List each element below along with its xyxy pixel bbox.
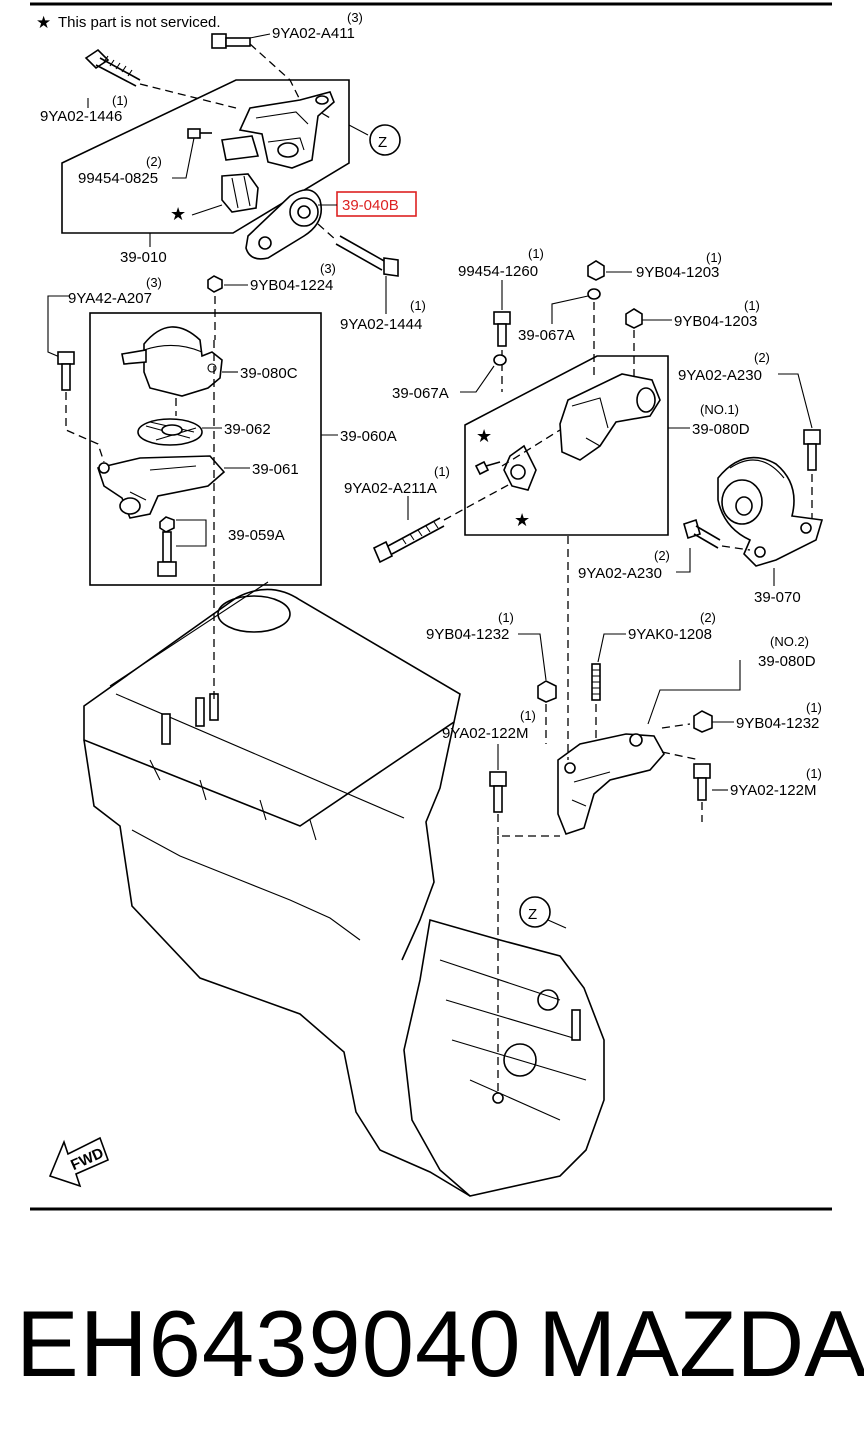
group-39-010-outline [61, 79, 350, 234]
label-b1232b: 9YB04-1232 [736, 715, 819, 732]
qty-a211a: (1) [434, 464, 450, 479]
qty-0825: (2) [146, 154, 162, 169]
label-39-080d-no2: 39-080D [758, 653, 816, 670]
label-b1224: 9YB04-1224 [250, 277, 333, 294]
label-a211a: 9YA02-A211A [344, 480, 437, 497]
label-a230a: 9YA02-A230 [678, 367, 762, 384]
label-a207: 9YA42-A207 [68, 290, 152, 307]
label-067a-upper: 39-067A [518, 327, 575, 344]
qty-1444: (1) [410, 298, 426, 313]
nut-b1203b [625, 308, 643, 329]
bracket-39-080d-no2 [557, 733, 665, 835]
stud-k1208 [591, 663, 601, 701]
qty-a411: (3) [347, 10, 363, 25]
qty-1446: (1) [112, 93, 128, 108]
clip-part [221, 173, 259, 213]
bolt-a230a [803, 429, 821, 471]
label-39-070: 39-070 [754, 589, 801, 606]
bolt-a207 [57, 351, 75, 391]
fwd-arrow-icon: FWD [48, 1136, 110, 1188]
group-39-060a-outline [89, 312, 322, 586]
label-b1203a: 9YB04-1203 [636, 264, 719, 281]
washer-067a-upper [587, 288, 601, 300]
highlight-box-39-040b [336, 191, 417, 217]
group-39-080d-outline [464, 355, 669, 536]
pad-39-062 [137, 418, 203, 446]
label-39-010: 39-010 [120, 249, 167, 266]
bolt-star-080d [474, 460, 501, 476]
bolt-a411 [211, 33, 251, 49]
label-39-062: 39-062 [224, 421, 271, 438]
bolt-1260 [493, 311, 511, 347]
transmission [403, 918, 605, 1197]
label-39-060a: 39-060A [340, 428, 397, 445]
label-a411: 9YA02-A411 [272, 25, 355, 42]
label-39-061: 39-061 [252, 461, 299, 478]
qty-b1232a: (1) [498, 610, 514, 625]
qty-b1203a: (1) [706, 250, 722, 265]
qty-a230b: (2) [654, 548, 670, 563]
star-icon: ★ [170, 204, 186, 225]
qty-m122a: (1) [520, 708, 536, 723]
label-39-080d-no1: 39-080D [692, 421, 750, 438]
label-39-040b: 39-040B [342, 197, 399, 214]
label-m122b: 9YA02-122M [730, 782, 816, 799]
mount-39-040b [245, 189, 323, 260]
bolt-0825 [187, 128, 212, 139]
label-no2: (NO.2) [770, 634, 809, 649]
note-text: This part is not serviced. [58, 14, 221, 31]
qty-a207: (3) [146, 275, 162, 290]
label-a230b: 9YA02-A230 [578, 565, 662, 582]
qty-b1203b: (1) [744, 298, 760, 313]
brand-name: MAZDA [538, 1291, 864, 1396]
bolt-1444 [335, 235, 399, 277]
label-1444: 9YA02-1444 [340, 316, 422, 333]
bolt-a211a [372, 517, 445, 564]
label-0825: 99454-0825 [78, 170, 158, 187]
nut-b1232b [693, 710, 713, 733]
bolt-a230b [683, 518, 721, 549]
bolt-1446 [84, 48, 141, 87]
washer-067a-lower [493, 354, 507, 366]
view-z-marker [369, 124, 401, 156]
part-number: EH6439040 [16, 1291, 522, 1396]
label-b1232a: 9YB04-1232 [426, 626, 509, 643]
engine-block [83, 340, 471, 1197]
bolt-m122a [489, 771, 507, 813]
label-b1203b: 9YB04-1203 [674, 313, 757, 330]
view-z-label: Z [378, 134, 387, 151]
nut-b1203a [587, 260, 605, 281]
qty-1260: (1) [528, 246, 544, 261]
qty-m122b: (1) [806, 766, 822, 781]
bracket-39-080d-no1 [559, 373, 661, 461]
label-k1208: 9YAK0-1208 [628, 626, 712, 643]
nut-b1224 [207, 275, 223, 293]
bolt-m122b [693, 763, 711, 801]
clip-080d [503, 444, 537, 491]
nut-b1232a [537, 680, 557, 703]
qty-k1208: (2) [700, 610, 716, 625]
qty-a230a: (2) [754, 350, 770, 365]
label-1446: 9YA02-1446 [40, 108, 122, 125]
mount-39-080c [121, 326, 223, 397]
label-39-059a: 39-059A [228, 527, 285, 544]
label-no1: (NO.1) [700, 402, 739, 417]
qty-b1232b: (1) [806, 700, 822, 715]
star-icon: ★ [514, 510, 530, 531]
view-z-label-lower: Z [528, 906, 537, 923]
star-icon: ★ [476, 426, 492, 447]
upper-bracket [221, 91, 335, 169]
label-m122a: 9YA02-122M [442, 725, 528, 742]
bolts-39-059a [157, 516, 177, 577]
qty-b1224: (3) [320, 261, 336, 276]
label-067a-lower: 39-067A [392, 385, 449, 402]
label-1260: 99454-1260 [458, 263, 538, 280]
star-icon: ★ [36, 13, 51, 33]
mount-39-070 [717, 456, 824, 567]
engine-studs [161, 693, 219, 745]
label-39-080c: 39-080C [240, 365, 298, 382]
bracket-39-061 [96, 455, 226, 519]
view-z-marker-lower [519, 896, 551, 928]
